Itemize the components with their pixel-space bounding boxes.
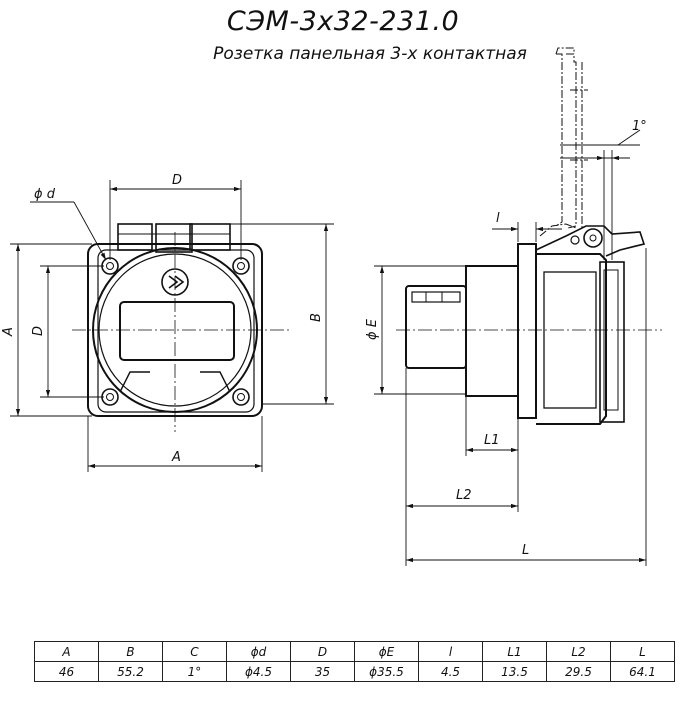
table-value-row: 46 55.2 1° ϕ4.5 35 ϕ35.5 4.5 13.5 29.5 6… <box>34 661 675 682</box>
label-L1: L1 <box>484 433 500 448</box>
label-D-left: D <box>31 326 46 336</box>
mount-hole-bl <box>101 388 119 406</box>
label-l-small: l <box>496 211 500 226</box>
table-value-cell: ϕ35.5 <box>354 661 419 682</box>
front-centerlines <box>72 232 290 432</box>
table-value-cell: 1° <box>162 661 227 682</box>
table-header-cell: ϕd <box>226 641 291 662</box>
hinge-tab-left <box>117 223 153 251</box>
side-flange <box>517 243 537 419</box>
label-B-right: B <box>309 313 324 322</box>
label-A-left: A <box>1 327 16 337</box>
table-header-cell: L <box>610 641 675 662</box>
label-phi-E: ϕ E <box>365 318 380 340</box>
hinge-tab-right <box>189 223 231 251</box>
front-window <box>119 301 235 361</box>
label-D-top: D <box>172 173 182 188</box>
table-header-cell: C <box>162 641 227 662</box>
side-front-insert <box>405 285 467 369</box>
side-open-lid-phantom <box>539 47 588 237</box>
table-header-cell: L2 <box>546 641 611 662</box>
table-value-cell: 13.5 <box>482 661 547 682</box>
side-rear-housing <box>536 253 607 425</box>
table-value-cell: 64.1 <box>610 661 675 682</box>
technical-drawing: ϕ d D A D A B ϕ E l 1° L1 L2 L <box>1 47 662 566</box>
side-dimensions <box>374 129 647 566</box>
table-value-cell: 4.5 <box>418 661 483 682</box>
table-value-cell: 29.5 <box>546 661 611 682</box>
table-header-cell: B <box>98 641 163 662</box>
label-L: L <box>522 543 529 558</box>
hinge-center <box>155 223 193 253</box>
table-header-cell: ϕE <box>354 641 419 662</box>
front-dimensions <box>10 180 334 472</box>
label-angle: 1° <box>632 119 647 134</box>
page-subtitle: Розетка панельная 3-х контактная <box>213 44 527 64</box>
mount-hole-tl <box>101 257 119 275</box>
table-value-cell: 46 <box>34 661 99 682</box>
table-header-cell: l <box>418 641 483 662</box>
table-value-cell: 35 <box>290 661 355 682</box>
label-A-bottom: A <box>171 450 181 465</box>
table-header-cell: D <box>290 641 355 662</box>
page-title: СЭМ-3х32-231.0 <box>226 6 460 37</box>
table-header-cell: L1 <box>482 641 547 662</box>
table-value-cell: ϕ4.5 <box>226 661 291 682</box>
label-phi-d: ϕ d <box>34 187 56 202</box>
mount-hole-tr <box>232 257 250 275</box>
table-value-cell: 55.2 <box>98 661 163 682</box>
mount-hole-br <box>232 388 250 406</box>
side-main-body <box>465 265 519 397</box>
dimensions-table: A B C ϕd D ϕE l L1 L2 L 46 55.2 1° ϕ4.5 … <box>34 641 675 682</box>
side-lid-hinge <box>535 225 646 257</box>
label-L2: L2 <box>456 488 472 503</box>
table-header-row: A B C ϕd D ϕE l L1 L2 L <box>34 641 675 662</box>
side-view <box>405 225 646 425</box>
table-header-cell: A <box>34 641 99 662</box>
